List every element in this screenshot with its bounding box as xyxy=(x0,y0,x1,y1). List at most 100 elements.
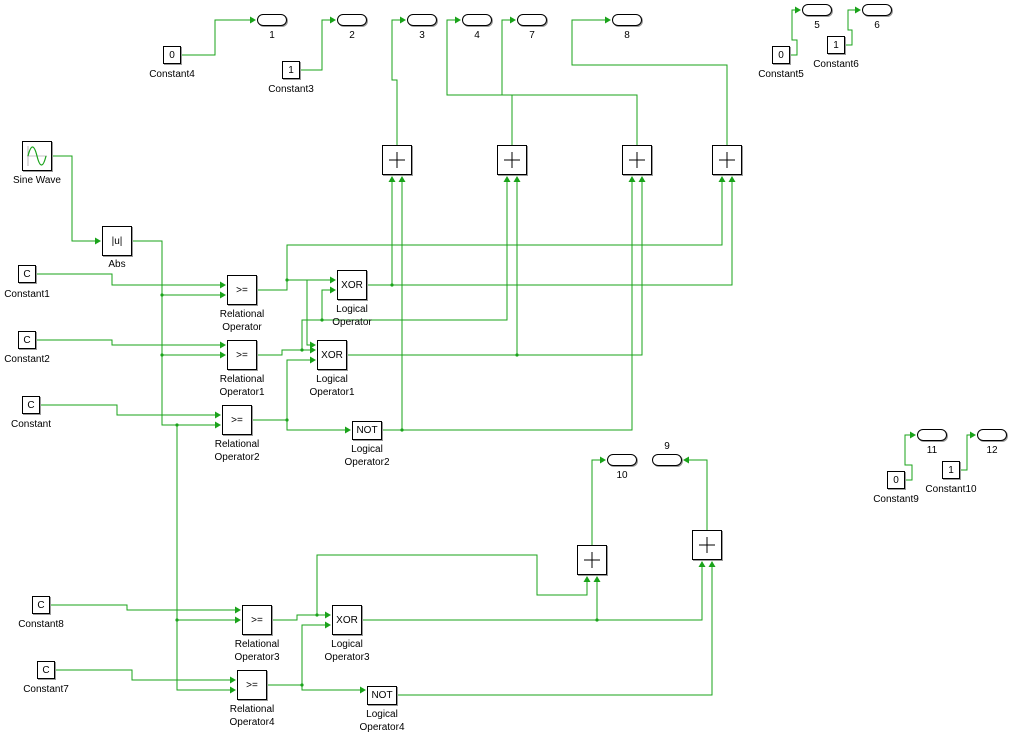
signal-line[interactable] xyxy=(300,19,331,71)
outport-8[interactable] xyxy=(612,14,642,26)
signal-line[interactable] xyxy=(960,434,971,471)
outport-12[interactable] xyxy=(977,429,1007,441)
branch-point xyxy=(300,683,304,687)
arrow-head xyxy=(330,286,336,294)
relational-operator-block[interactable]: >= xyxy=(227,275,257,305)
relational-operator2-block[interactable]: >= xyxy=(222,405,252,435)
outport-3[interactable] xyxy=(407,14,437,26)
signal-line[interactable] xyxy=(55,669,231,681)
signal-line[interactable] xyxy=(347,181,518,356)
signal-line[interactable] xyxy=(688,459,708,530)
arrow-head xyxy=(855,6,861,14)
arrow-head xyxy=(605,16,611,24)
signal-line[interactable] xyxy=(397,566,713,696)
signal-line[interactable] xyxy=(36,339,221,346)
signal-line[interactable] xyxy=(402,181,633,431)
constant1-block[interactable]: C xyxy=(18,265,36,283)
signal-line[interactable] xyxy=(367,181,393,286)
signal-line[interactable] xyxy=(252,359,311,421)
signal-line[interactable] xyxy=(571,19,728,145)
outport-4[interactable] xyxy=(462,14,492,26)
signal-line[interactable] xyxy=(392,181,733,286)
logical-operator2-block[interactable]: NOT xyxy=(352,421,382,440)
plus-icon xyxy=(389,159,405,161)
signal-line[interactable] xyxy=(176,620,231,691)
logical-operator1-block[interactable]: XOR xyxy=(317,340,347,370)
signal-line[interactable] xyxy=(391,19,401,145)
outport-1[interactable] xyxy=(257,14,287,26)
constant9-block[interactable]: 0 xyxy=(887,471,905,489)
signal-line[interactable] xyxy=(267,624,326,686)
outport-10[interactable] xyxy=(607,454,637,466)
outport-9[interactable] xyxy=(652,454,682,466)
sum-block-2[interactable] xyxy=(497,145,527,175)
sine-wave-block[interactable] xyxy=(22,141,52,171)
arrow-head xyxy=(250,16,256,24)
signal-line[interactable] xyxy=(362,581,598,621)
constant5-block[interactable]: 0 xyxy=(772,46,790,64)
branch-point xyxy=(320,318,324,322)
relational-operator1-block[interactable]: >= xyxy=(227,340,257,370)
arrow-head xyxy=(728,176,736,182)
sum-block-3[interactable] xyxy=(622,145,652,175)
arrow-head xyxy=(698,561,706,567)
arrow-head xyxy=(360,686,366,694)
signal-line[interactable] xyxy=(132,240,216,426)
constant7-block[interactable]: C xyxy=(37,661,55,679)
signal-line[interactable] xyxy=(50,604,236,611)
logical-operator2-label: Logical Operator2 xyxy=(344,444,390,468)
outport-7[interactable] xyxy=(517,14,547,26)
signal-line[interactable] xyxy=(286,420,346,431)
outport-11[interactable] xyxy=(917,429,947,441)
outport-8-label: 8 xyxy=(624,30,630,41)
arrow-head xyxy=(220,341,226,349)
sum-block-6[interactable] xyxy=(692,530,722,560)
outport-2[interactable] xyxy=(337,14,367,26)
outport-6[interactable] xyxy=(862,4,892,16)
constant2-block[interactable]: C xyxy=(18,331,36,349)
relational-operator3-block[interactable]: >= xyxy=(242,605,272,635)
arrow-head xyxy=(970,431,976,439)
arrow-head xyxy=(638,176,646,182)
constant3-block[interactable]: 1 xyxy=(282,61,300,79)
sum-block-4[interactable] xyxy=(712,145,742,175)
signal-line[interactable] xyxy=(501,19,638,145)
signal-line[interactable] xyxy=(597,566,703,621)
signal-line[interactable] xyxy=(904,434,913,481)
signal-line[interactable] xyxy=(40,404,216,416)
outport-3-label: 3 xyxy=(419,30,425,41)
abs-block[interactable]: |u| xyxy=(102,226,132,256)
arrow-head xyxy=(795,6,801,14)
logical-operator-block[interactable]: XOR xyxy=(337,270,367,300)
constant8-block[interactable]: C xyxy=(32,596,50,614)
signal-line[interactable] xyxy=(257,349,311,356)
signal-line[interactable] xyxy=(591,459,601,545)
signal-line[interactable] xyxy=(845,9,856,46)
signal-line[interactable] xyxy=(517,181,643,356)
signal-line[interactable] xyxy=(287,279,311,346)
signal-line[interactable] xyxy=(36,273,221,286)
constant6-block[interactable]: 1 xyxy=(827,36,845,54)
signal-line[interactable] xyxy=(272,614,326,621)
constant4-block[interactable]: 0 xyxy=(163,46,181,64)
constant10-block[interactable]: 1 xyxy=(942,461,960,479)
signal-line[interactable] xyxy=(316,554,588,615)
sum-block-1[interactable] xyxy=(382,145,412,175)
outport-1-label: 1 xyxy=(269,30,275,41)
sum-block-5[interactable] xyxy=(577,545,607,575)
signal-line[interactable] xyxy=(257,181,723,291)
signal-line[interactable] xyxy=(181,19,251,56)
constant-block[interactable]: C xyxy=(22,396,40,414)
relational-operator4-block[interactable]: >= xyxy=(237,670,267,700)
logical-operator3-block[interactable]: XOR xyxy=(332,605,362,635)
signal-line[interactable] xyxy=(446,19,513,145)
plus-icon xyxy=(719,159,735,161)
signal-line[interactable] xyxy=(790,9,798,56)
logical-operator4-block[interactable]: NOT xyxy=(367,686,397,705)
constant-label: Constant xyxy=(10,419,52,430)
signal-line[interactable] xyxy=(322,181,508,321)
outport-5[interactable] xyxy=(802,4,832,16)
signal-line[interactable] xyxy=(52,155,96,242)
sine-wave-label: Sine Wave xyxy=(13,175,61,186)
signal-line[interactable] xyxy=(301,685,361,691)
